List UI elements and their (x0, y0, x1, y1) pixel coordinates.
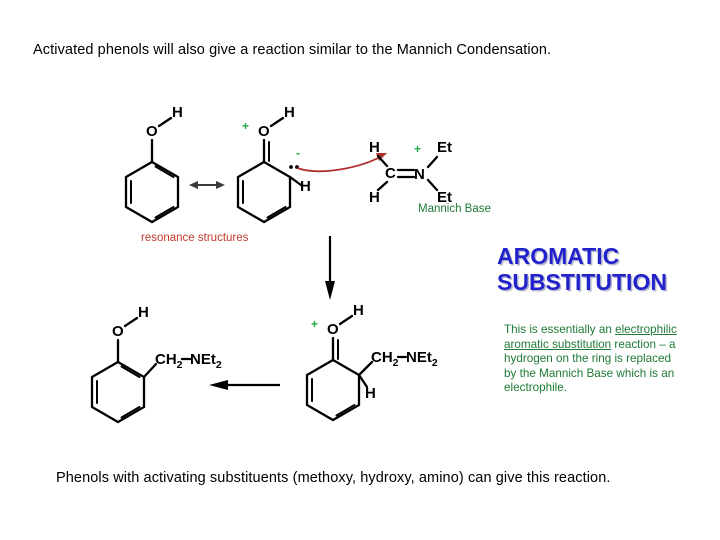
mannich-et-bottom: Et (437, 189, 452, 206)
lone-pair-dot-1 (289, 165, 293, 169)
structure-phenol-resonance: O + H H - (236, 104, 311, 224)
intermediate-net2: NEt2 (406, 349, 438, 369)
product-oxygen: O (112, 323, 124, 340)
title-line-1: AROMATIC (497, 243, 620, 269)
note-underlined-1: electrophilic (615, 323, 677, 336)
product-net2: NEt2 (190, 351, 222, 371)
bottom-caption: Phenols with activating substituents (me… (56, 470, 611, 486)
phenol-oxygen-label: O (146, 123, 158, 140)
mannich-et-top: Et (437, 139, 452, 156)
resonance-oxygen-label: O (258, 123, 270, 140)
intermediate-oxygen: O (327, 321, 339, 338)
explanation-note: This is essentially an electrophilic aro… (504, 323, 684, 396)
structure-phenol: O H (124, 104, 183, 224)
downward-reaction-arrow (325, 236, 335, 300)
carbon-minus-charge: - (296, 146, 300, 160)
resonance-structures-label: resonance structures (141, 232, 249, 244)
mannich-carbon: C (385, 165, 396, 182)
curved-mechanism-arrow (296, 153, 387, 173)
mannich-h-top: H (369, 139, 380, 156)
resonance-double-arrow (189, 181, 225, 189)
intermediate-ch2: CH2 (371, 349, 399, 369)
mannich-nitrogen: N (414, 166, 425, 183)
intermediate-hydroxyl-hydrogen: H (353, 302, 364, 319)
title-line-2: SUBSTITUTION (497, 269, 667, 295)
leftward-reaction-arrow (209, 380, 280, 390)
note-underlined-2: aromatic substitution (504, 337, 612, 351)
aromatic-substitution-title: AROMATIC SUBSTITUTION (497, 243, 667, 295)
phenol-hydrogen-label: H (172, 104, 183, 121)
product-hydrogen: H (138, 304, 149, 321)
product-ch2: CH2 (155, 351, 183, 371)
oxygen-plus-charge: + (242, 119, 249, 133)
structure-mannich-base: H C H N + Et Et (369, 139, 452, 206)
intermediate-sp3-hydrogen: H (365, 385, 376, 402)
note-part-1: This is essentially an (504, 323, 616, 336)
resonance-hydroxyl-hydrogen: H (284, 104, 295, 121)
mannich-h-bottom: H (369, 189, 380, 206)
nitrogen-plus-charge: + (414, 142, 421, 156)
intermediate-oxygen-plus: + (311, 317, 318, 331)
note-part-2: reaction – a hydrogen on the ring is rep… (504, 337, 676, 395)
structure-product: O H CH2 NEt2 (90, 304, 222, 424)
structure-intermediate: O + H H CH2 NEt2 (305, 302, 438, 422)
resonance-ring-hydrogen: H (300, 178, 311, 195)
top-caption: Activated phenols will also give a react… (33, 42, 552, 58)
mannich-base-label: Mannich Base (418, 203, 491, 215)
